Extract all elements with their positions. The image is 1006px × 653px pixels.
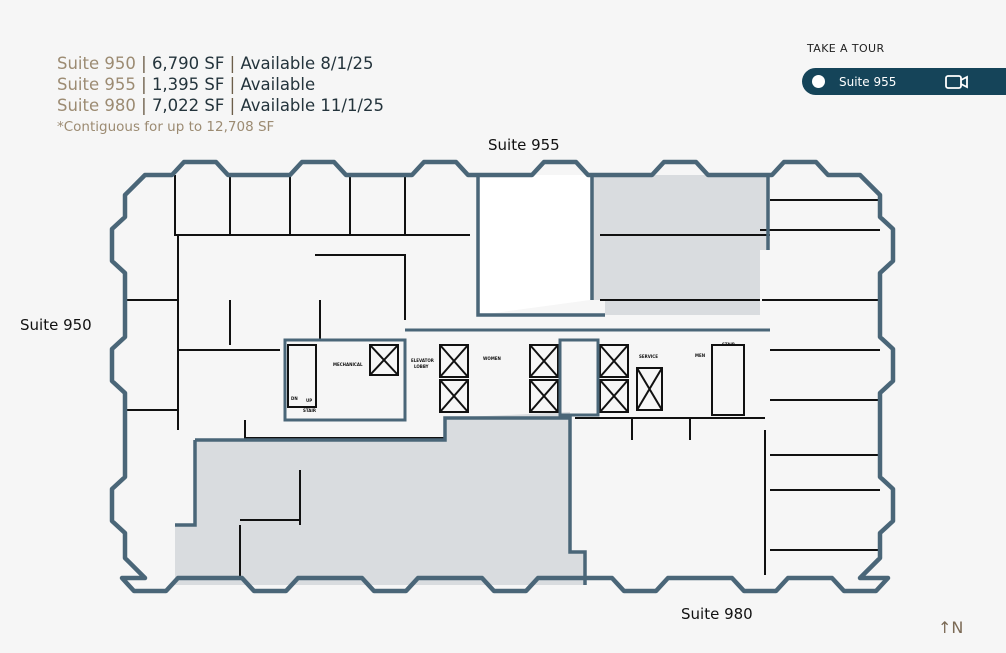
suite-955-label[interactable]: Suite 955 — [488, 136, 560, 154]
label-elevator: ELEVATOR — [411, 358, 434, 363]
room-labels: MECHANICAL ELEVATOR LOBBY WOMEN SERVICE … — [291, 342, 735, 413]
availability-row-980: Suite 980 | 7,022 SF | Available 11/1/25 — [57, 96, 384, 115]
video-camera-icon — [945, 75, 968, 89]
tour-suite-label: Suite 955 — [839, 74, 897, 89]
label-mechanical: MECHANICAL — [333, 362, 363, 367]
contiguous-note: *Contiguous for up to 12,708 SF — [57, 119, 275, 135]
suite-boundaries — [175, 175, 770, 585]
interior-walls — [125, 175, 880, 578]
label-up: UP — [306, 398, 312, 403]
suite-980-label[interactable]: Suite 980 — [681, 605, 753, 623]
radio-dot-icon — [812, 75, 825, 88]
label-lobby: LOBBY — [414, 364, 429, 369]
label-women: WOMEN — [483, 356, 501, 361]
tour-title: TAKE A TOUR — [807, 42, 885, 55]
tour-suite-955-button[interactable]: Suite 955 — [802, 68, 1006, 95]
availability-row-955: Suite 955 | 1,395 SF | Available — [57, 75, 316, 94]
availability-row-950: Suite 950 | 6,790 SF | Available 8/1/25 — [57, 54, 374, 73]
north-indicator: ↑N — [938, 618, 964, 637]
label-men: MEN — [695, 353, 705, 358]
suite-955-white-area[interactable] — [480, 175, 590, 315]
label-stair-west: STAIR — [303, 408, 316, 413]
availability-legend: Suite 950 | 6,790 SF | Available 8/1/25 … — [57, 53, 384, 138]
suite-955-shaded-area[interactable] — [592, 175, 768, 315]
label-stair-east: STAIR — [722, 342, 735, 347]
label-service: SERVICE — [639, 354, 658, 359]
label-dn: DN — [291, 396, 298, 401]
available-areas — [175, 175, 768, 585]
suite-950-label[interactable]: Suite 950 — [20, 316, 92, 334]
building-core — [244, 328, 770, 439]
north-arrow-icon: ↑ — [938, 618, 952, 637]
suite-980-shaded-area[interactable] — [175, 412, 585, 585]
exterior-wall — [109, 159, 896, 594]
